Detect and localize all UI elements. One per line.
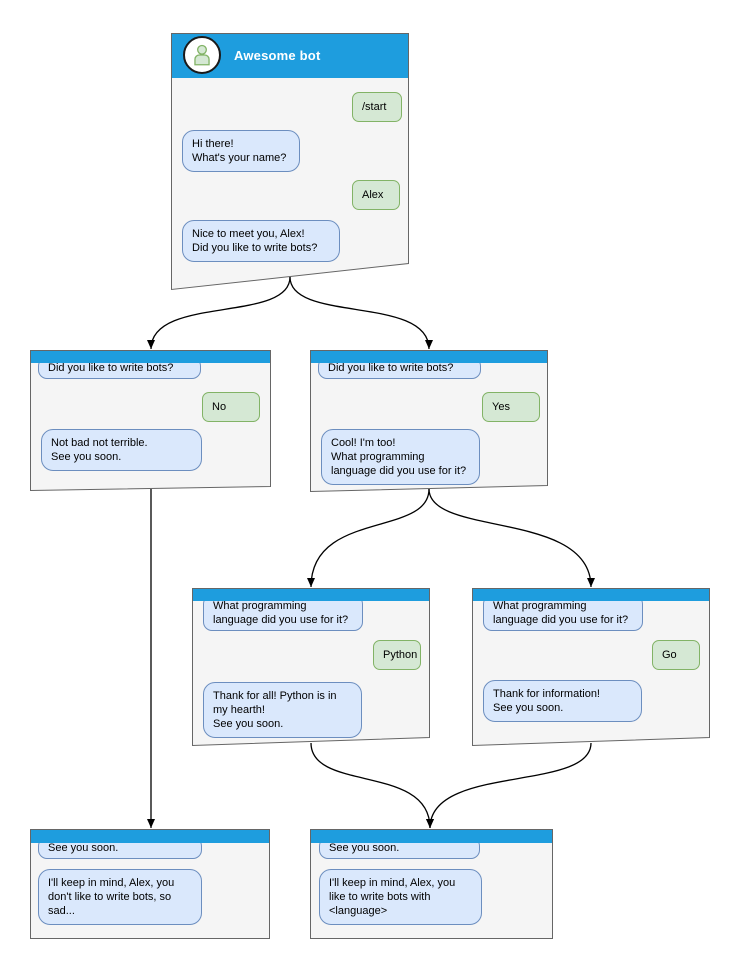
bot-message-bubble: Cool! I'm too! What programming language… xyxy=(321,429,480,485)
chat-window-python-branch: What programming language did you use fo… xyxy=(192,588,430,747)
bot-message-bubble: Nice to meet you, Alex! Did you like to … xyxy=(182,220,340,262)
chat-header-strip xyxy=(31,351,270,363)
bot-message-bubble: Not bad not terrible. See you soon. xyxy=(41,429,202,471)
chat-header-strip xyxy=(193,589,429,601)
avatar xyxy=(183,36,221,74)
chat-window-end-no: See you soon. I'll keep in mind, Alex, y… xyxy=(30,829,270,939)
chat-header-strip xyxy=(473,589,709,601)
arrow-yes-to-go xyxy=(428,488,595,588)
chat-header: Awesome bot xyxy=(172,34,408,78)
chat-title: Awesome bot xyxy=(234,48,321,63)
chat-window-no-branch: Did you like to write bots? No Not bad n… xyxy=(30,350,271,492)
bot-message-bubble: I'll keep in mind, Alex, you don't like … xyxy=(38,869,202,925)
person-icon xyxy=(194,44,210,66)
user-message-bubble: Go xyxy=(652,640,700,670)
arrow-python-to-end xyxy=(310,742,434,829)
bot-message-bubble: Thank for information! See you soon. xyxy=(483,680,642,722)
arrow-go-to-end xyxy=(426,742,592,829)
chat-window-yes-branch: Did you like to write bots? Yes Cool! I'… xyxy=(310,350,548,493)
chat-window-start: Awesome bot /start Hi there! What's your… xyxy=(171,33,409,291)
user-message-bubble: Alex xyxy=(352,180,400,210)
chat-window-go-branch: What programming language did you use fo… xyxy=(472,588,710,747)
bot-message-bubble: Hi there! What's your name? xyxy=(182,130,300,172)
bot-message-bubble: What programming language did you use fo… xyxy=(203,595,363,631)
chat-header-strip xyxy=(31,830,269,843)
user-message-bubble: /start xyxy=(352,92,402,122)
bot-message-bubble: Thank for all! Python is in my hearth! S… xyxy=(203,682,362,738)
arrow-yes-to-python xyxy=(307,488,430,588)
chat-header-strip xyxy=(311,351,547,363)
user-message-bubble: Yes xyxy=(482,392,540,422)
user-message-bubble: No xyxy=(202,392,260,422)
bot-message-bubble: I'll keep in mind, Alex, you like to wri… xyxy=(319,869,482,925)
chat-window-end-yes: See you soon. I'll keep in mind, Alex, y… xyxy=(310,829,553,939)
chat-header-strip xyxy=(311,830,552,843)
user-message-bubble: Python xyxy=(373,640,421,670)
